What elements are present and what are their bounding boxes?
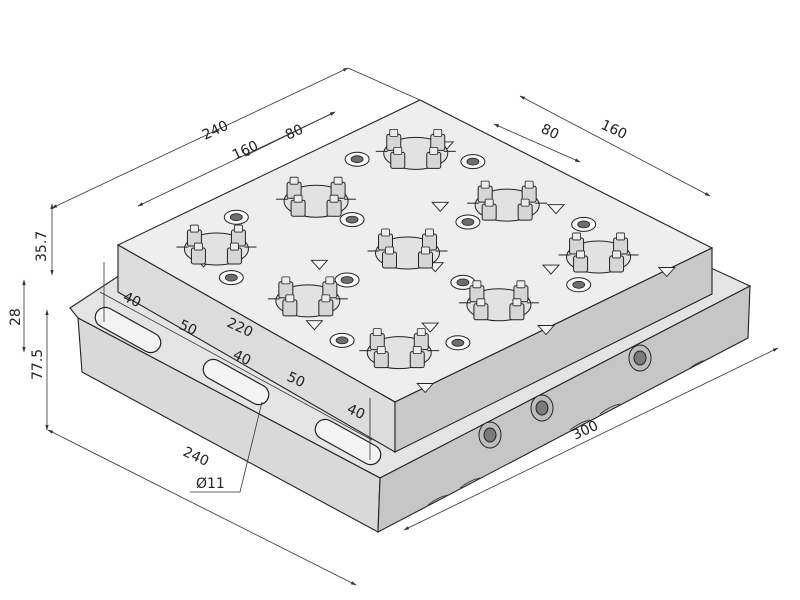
hole-icon bbox=[455, 214, 481, 230]
dim-top-80-right: 80 bbox=[538, 121, 561, 143]
dim-slot-40-c: 40 bbox=[344, 401, 367, 423]
dim-top-width: 240 bbox=[200, 118, 231, 144]
pin-icon bbox=[530, 394, 554, 422]
dim-height-35-7: 35.7 bbox=[34, 231, 50, 262]
hole-icon bbox=[460, 154, 486, 170]
dim-slot-40-b: 40 bbox=[230, 347, 253, 369]
locator-icon bbox=[536, 325, 556, 336]
chuck-icon bbox=[176, 224, 257, 266]
locator-icon bbox=[431, 201, 450, 212]
hole-icon bbox=[571, 216, 597, 232]
locator-icon bbox=[305, 320, 324, 331]
dim-slot-50-a: 50 bbox=[176, 317, 199, 339]
locator-icon bbox=[657, 267, 676, 278]
locator-icon bbox=[541, 264, 561, 275]
chuck-icon bbox=[375, 128, 456, 170]
locator-icon bbox=[310, 259, 329, 270]
locator-icon bbox=[421, 322, 440, 333]
pin-icon bbox=[628, 344, 652, 372]
hole-icon bbox=[223, 209, 249, 225]
dim-top-160-left: 160 bbox=[230, 138, 261, 164]
chuck-icon bbox=[267, 276, 348, 318]
base-slot bbox=[94, 306, 162, 354]
pin-icon bbox=[478, 421, 502, 449]
chuck-icon bbox=[458, 280, 539, 322]
dim-hole-diameter: Ø11 bbox=[196, 476, 225, 492]
base-slot bbox=[202, 358, 270, 406]
dimensions bbox=[22, 67, 779, 586]
hole-icon bbox=[218, 270, 244, 286]
dim-base-width: 240 bbox=[180, 444, 211, 470]
hole-icon bbox=[339, 212, 365, 228]
dim-height-28: 28 bbox=[8, 308, 24, 326]
chuck-icon bbox=[367, 228, 448, 270]
hole-icon bbox=[329, 332, 355, 348]
hole-icon bbox=[334, 272, 360, 288]
hole-icon bbox=[566, 277, 592, 293]
dim-height-77-5: 77.5 bbox=[30, 349, 46, 380]
chuck-icon bbox=[558, 232, 639, 274]
dim-slot-40-a: 40 bbox=[120, 289, 143, 311]
locator-icon bbox=[546, 204, 566, 215]
dim-top-160-right: 160 bbox=[598, 117, 629, 143]
dim-slot-50-b: 50 bbox=[284, 369, 307, 391]
dim-top-80-left: 80 bbox=[283, 122, 306, 144]
hole-icon bbox=[344, 151, 370, 167]
hole-icon bbox=[445, 335, 471, 351]
